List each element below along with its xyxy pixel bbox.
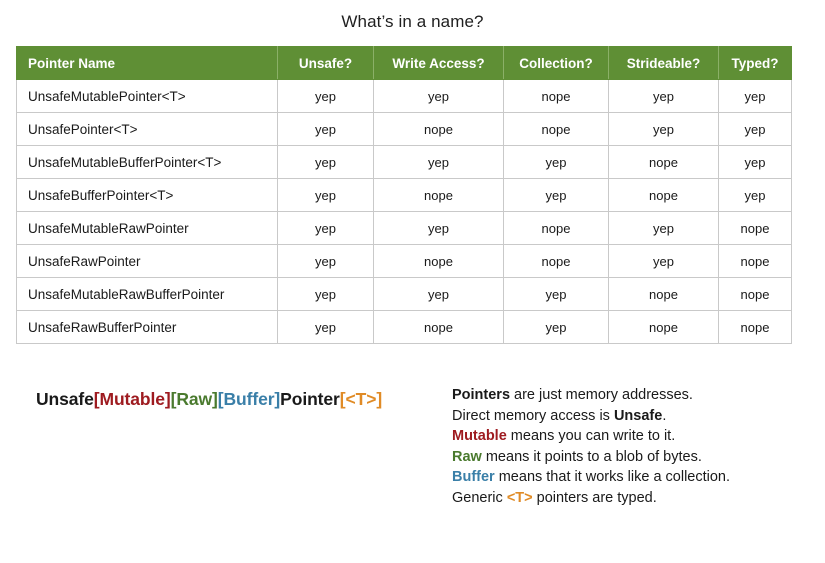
cell-typed: yep (718, 79, 792, 113)
cell-typed: nope (718, 244, 792, 278)
cell-unsafe: yep (277, 178, 374, 212)
formula-buffer: [Buffer] (217, 389, 281, 409)
cell-pointer-name: UnsafeMutableBufferPointer<T> (16, 145, 278, 179)
cell-write-access: nope (373, 178, 504, 212)
cell-write-access: nope (373, 310, 504, 344)
cell-typed: yep (718, 112, 792, 146)
cell-collection: nope (503, 112, 609, 146)
cell-unsafe: yep (277, 277, 374, 311)
legend-explanation: Pointers are just memory addresses. Dire… (452, 385, 730, 509)
cell-write-access: yep (373, 211, 504, 245)
pointer-comparison-table: Pointer Name Unsafe? Write Access? Colle… (16, 46, 792, 344)
column-header-typed[interactable]: Typed? (718, 46, 792, 80)
cell-write-access: nope (373, 244, 504, 278)
formula-unsafe: Unsafe (36, 389, 94, 409)
cell-write-access: yep (373, 277, 504, 311)
cell-collection: nope (503, 244, 609, 278)
legend-pointers-text: are just memory addresses. (510, 387, 693, 403)
cell-pointer-name: UnsafeMutablePointer<T> (16, 79, 278, 113)
cell-strideable: yep (608, 79, 719, 113)
legend-mutable-text: means you can write to it. (506, 428, 676, 445)
column-header-strideable[interactable]: Strideable? (608, 46, 719, 80)
page-title: What’s in a name? (341, 12, 484, 31)
cell-strideable: yep (608, 211, 719, 245)
legend-line-pointers: Pointers are just memory addresses. (452, 385, 730, 406)
cell-typed: nope (718, 310, 792, 344)
legend-line-buffer: Buffer means that it works like a collec… (452, 467, 730, 488)
legend-line-raw: Raw means it points to a blob of bytes. (452, 447, 730, 468)
cell-write-access: yep (373, 145, 504, 179)
cell-pointer-name: UnsafeRawBufferPointer (16, 310, 278, 344)
legend-line-mutable: Mutable means you can write to it. (452, 426, 730, 447)
bottom-section: Unsafe[Mutable][Raw][Buffer]Pointer[<T>]… (0, 385, 825, 555)
column-header-write-access[interactable]: Write Access? (373, 46, 504, 80)
formula-raw: [Raw] (170, 389, 218, 409)
cell-unsafe: yep (277, 310, 374, 344)
formula-typed: [<T>] (339, 389, 383, 409)
cell-collection: yep (503, 145, 609, 179)
cell-strideable: nope (608, 145, 719, 179)
cell-typed: nope (718, 211, 792, 245)
column-header-unsafe[interactable]: Unsafe? (277, 46, 374, 80)
cell-strideable: nope (608, 178, 719, 212)
cell-collection: yep (503, 310, 609, 344)
column-header-collection[interactable]: Collection? (503, 46, 609, 80)
legend-generic-text: pointers are typed. (532, 489, 657, 506)
legend-unsafe-post: . (662, 407, 667, 424)
formula-mutable: [Mutable] (93, 389, 171, 409)
cell-pointer-name: UnsafeBufferPointer<T> (16, 178, 278, 212)
cell-unsafe: yep (277, 112, 374, 146)
cell-strideable: yep (608, 244, 719, 278)
table-header-row: Pointer Name Unsafe? Write Access? Colle… (16, 46, 792, 80)
cell-collection: nope (503, 79, 609, 113)
legend-buffer-text: means that it works like a collection. (494, 469, 731, 486)
cell-typed: yep (718, 145, 792, 179)
cell-typed: yep (718, 178, 792, 212)
cell-strideable: nope (608, 277, 719, 311)
cell-pointer-name: UnsafeMutableRawBufferPointer (16, 277, 278, 311)
cell-unsafe: yep (277, 145, 374, 179)
legend-raw-text: means it points to a blob of bytes. (481, 448, 702, 465)
cell-pointer-name: UnsafeRawPointer (16, 244, 278, 278)
naming-formula: Unsafe[Mutable][Raw][Buffer]Pointer[<T>] (36, 389, 382, 410)
legend-buffer-keyword: Buffer (452, 469, 495, 486)
cell-collection: yep (503, 277, 609, 311)
cell-typed: nope (718, 277, 792, 311)
cell-strideable: nope (608, 310, 719, 344)
cell-unsafe: yep (277, 244, 374, 278)
legend-generic-pre: Generic (452, 489, 507, 506)
cell-write-access: yep (373, 79, 504, 113)
table: Pointer Name Unsafe? Write Access? Colle… (16, 46, 792, 344)
cell-strideable: yep (608, 112, 719, 146)
legend-generic-keyword: <T> (506, 489, 533, 506)
legend-unsafe-keyword: Unsafe (613, 407, 663, 424)
legend-raw-keyword: Raw (452, 448, 482, 465)
cell-unsafe: yep (277, 211, 374, 245)
cell-pointer-name: UnsafePointer<T> (16, 112, 278, 146)
cell-unsafe: yep (277, 79, 374, 113)
legend-pointers-keyword: Pointers (452, 387, 511, 403)
legend-mutable-keyword: Mutable (452, 428, 507, 445)
cell-collection: yep (503, 178, 609, 212)
formula-pointer: Pointer (280, 389, 340, 409)
column-header-pointer-name[interactable]: Pointer Name (16, 46, 278, 80)
legend-unsafe-pre: Direct memory access is (452, 407, 614, 424)
legend-line-unsafe: Direct memory access is Unsafe. (452, 406, 730, 427)
legend-line-generic: Generic <T> pointers are typed. (452, 488, 730, 509)
cell-pointer-name: UnsafeMutableRawPointer (16, 211, 278, 245)
cell-collection: nope (503, 211, 609, 245)
cell-write-access: nope (373, 112, 504, 146)
